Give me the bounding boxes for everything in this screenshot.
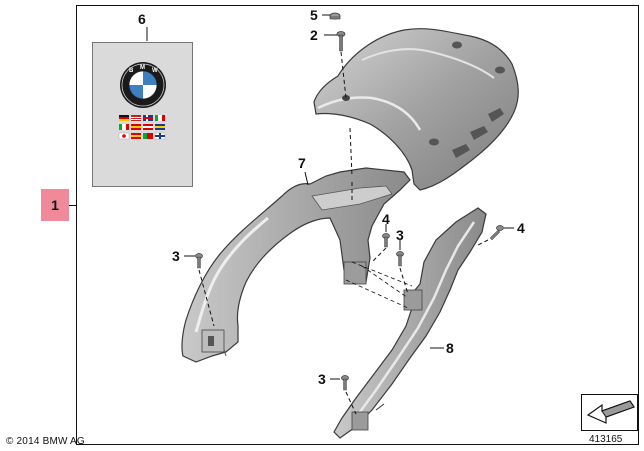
image-number: 413165 [589,434,623,445]
next-page-arrow-icon [586,400,635,424]
callout-leaders [146,14,514,380]
callout-5[interactable]: 5 [310,7,318,23]
callout-1-highlight[interactable]: 1 [41,189,69,221]
svg-text:B: B [129,68,134,74]
item-3-screw-bottom[interactable] [341,375,349,391]
callout-1-label: 1 [51,197,59,213]
callout-1-leader [69,205,77,206]
svg-text:M: M [140,65,145,71]
svg-text:W: W [152,68,158,74]
owners-manual-illustration[interactable]: B M W [92,42,193,187]
item-2-bolt[interactable] [336,31,346,52]
screw-3-left-axis [198,269,215,327]
manual-art: B M W [118,62,166,140]
callout-4-center[interactable]: 4 [382,211,390,227]
luggage-carrier-plate[interactable] [313,28,519,191]
callout-4-right[interactable]: 4 [517,220,525,236]
callout-8[interactable]: 8 [446,340,454,356]
callout-3-center[interactable]: 3 [396,227,404,243]
screw-4-right-axis [475,239,489,247]
item-5-cap[interactable] [329,12,341,20]
language-flags [118,115,166,140]
bmw-roundel-logo: B M W [120,62,166,108]
item-3-screw-center[interactable] [396,251,404,267]
callout-7[interactable]: 7 [298,155,306,171]
item-7-grab-handle-left[interactable] [181,167,411,363]
item-8-grab-handle-right[interactable] [333,207,487,439]
callout-2[interactable]: 2 [310,27,318,43]
diagram-frame [76,5,639,445]
bolt-2-lower-axis-line [349,127,353,177]
assembly-lines [345,261,413,309]
screw-3-center-axis [399,267,409,295]
screw-4-center-axis [371,247,387,263]
callout-3-bottom[interactable]: 3 [318,371,326,387]
bolt-2-axis-line [340,51,347,99]
copyright-text: © 2014 BMW AG [6,436,85,447]
callout-6[interactable]: 6 [138,11,146,27]
item-4-screw-right[interactable] [489,225,504,241]
next-page-button[interactable] [581,394,638,431]
item-4-screw-center[interactable] [382,233,390,248]
item-3-screw-left[interactable] [195,253,203,269]
callout-3-left[interactable]: 3 [172,248,180,264]
